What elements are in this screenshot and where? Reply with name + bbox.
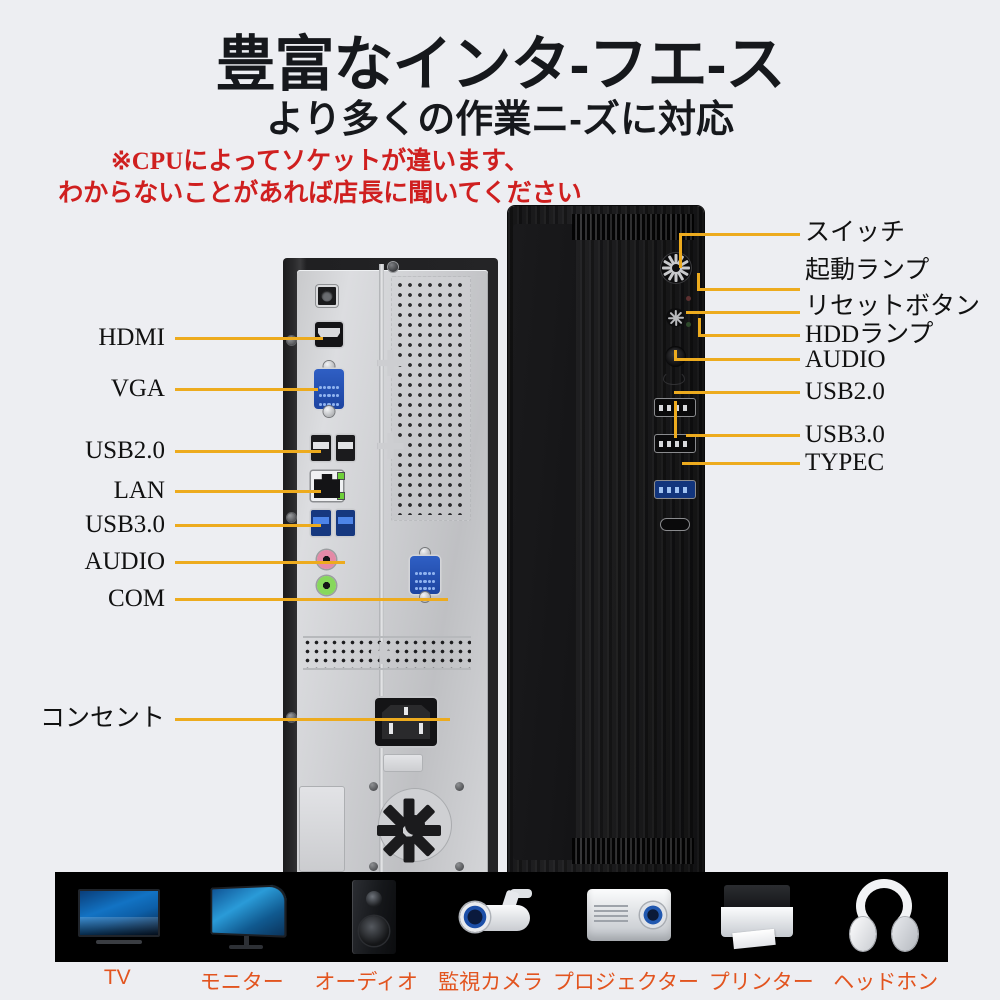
leader-line-reset [686,311,800,314]
rear-screw-mid [287,513,296,522]
label-usb30-front: USB3.0 [805,421,885,448]
leader-line-hdmi [175,337,323,340]
label-lan: LAN [113,477,165,504]
rear-panel-seam [379,264,384,878]
rear-side-tab [299,786,345,872]
leader-line-typec [682,462,800,465]
page-title: 豊富なインタ-フエ-ス [215,31,786,98]
leader-line-hdd-lamp-h [698,334,800,337]
power-inlet-icon [375,698,437,746]
device-cell-headphone [820,872,948,962]
device-cell-projector [565,872,693,962]
leader-line-switch-v [679,233,682,268]
front-flat-panel [513,224,575,860]
label-vga: VGA [110,375,165,402]
tv-icon [77,889,160,945]
reset-button-icon[interactable] [666,308,685,327]
warning-text-line1: ※CPUによってソケットが違います、 [110,148,530,175]
rear-vent-grid [395,280,467,515]
security-camera-icon [458,889,546,945]
leader-line-usb30-front [686,434,800,437]
front-typec-port-icon [660,518,690,531]
label-power-lamp: 起動ランプ [805,257,930,284]
hdd-lamp-led [686,322,691,327]
device-cell-tv [55,872,183,962]
projector-icon [587,889,672,945]
device-cell-printer [693,872,821,962]
device-label-camera: 監視カメラ [438,971,544,994]
label-usb30-rear: USB3.0 [85,511,165,538]
label-audio-front: AUDIO [805,346,886,373]
headphone-symbol-icon [663,371,685,385]
label-switch: スイッチ [805,219,906,246]
psu-screw-tr [455,782,464,791]
page-subtitle: より多くの作業ニ-ズに対応 [266,99,734,141]
mic-jack-icon [317,550,336,569]
leader-line-usb20-front-v [674,401,677,438]
device-name-row: TV モニター オーディオ 監視カメラ プロジェクター プリンター ヘッドホン [55,966,948,996]
leader-line-usb30-rear [175,524,321,527]
warning-text-line2: わからないことがあれば店長に聞いてください [58,180,582,207]
monitor-icon [207,884,287,949]
psu-screw-tl [369,782,378,791]
rear-screw-upper [287,336,296,345]
usb3-rear-port-icon [311,510,355,536]
vga-port-icon [314,361,344,417]
power-lamp-led [686,296,691,301]
device-label-tv: TV [103,966,131,989]
front-grille-top [572,214,694,240]
label-reset: リセットボタン [805,293,981,320]
hdmi-port-icon [315,322,343,347]
device-label-monitor: モニター [199,971,284,994]
rear-screw-lower [287,713,296,722]
line-out-jack-icon [317,576,336,595]
label-usb20-rear: USB2.0 [85,437,165,464]
label-typec: TYPEC [805,449,885,476]
leader-line-hdd-lamp-v [698,318,701,336]
leader-line-usb20-rear [175,450,321,453]
label-com: COM [108,585,165,612]
leader-line-lan [175,490,321,493]
rear-top-screw [388,262,398,272]
leader-line-consent [175,718,450,721]
headphone-icon [850,879,919,955]
usb2-rear-port-icon [311,435,355,461]
device-cell-camera [438,872,566,962]
leader-line-audio-front-v [674,350,677,360]
ps2-port-icon [316,285,338,307]
leader-line-power-lamp-h [697,288,800,291]
front-grille-bottom [572,838,694,864]
device-cell-audio [310,872,438,962]
label-audio-rear: AUDIO [84,548,165,575]
label-hdd-lamp: HDDランプ [805,321,934,348]
device-label-headphone: ヘッドホン [833,971,939,994]
label-hdmi: HDMI [98,324,165,351]
leader-line-audio-front-h [674,358,800,361]
leader-line-power-lamp-v [697,273,700,290]
com-port-icon [410,548,440,602]
psu-clip-tab [383,754,423,772]
psu-screw-bl [369,862,378,871]
pc-rear-chassis [283,258,498,878]
leader-line-usb20-front-h [674,391,800,394]
leader-line-vga [175,388,318,391]
power-button-icon[interactable] [660,252,692,284]
leader-line-audio-rear [175,561,345,564]
psu-screw-br [455,862,464,871]
printer-icon [720,885,793,950]
device-label-projector: プロジェクター [552,971,700,994]
device-cell-monitor [183,872,311,962]
speaker-icon [351,880,396,954]
label-consent: コンセント [39,705,165,732]
lan-port-icon [311,471,344,501]
label-usb20-front: USB2.0 [805,378,885,405]
leader-line-com [175,598,448,601]
front-usb3-port-icon [654,480,696,499]
device-label-audio: オーディオ [314,971,418,994]
psu-fan-grille [377,788,452,863]
pc-front-tower [508,206,704,878]
compatible-devices-strip [55,872,948,962]
device-label-printer: プリンター [708,971,814,994]
leader-line-switch-h [679,233,800,236]
